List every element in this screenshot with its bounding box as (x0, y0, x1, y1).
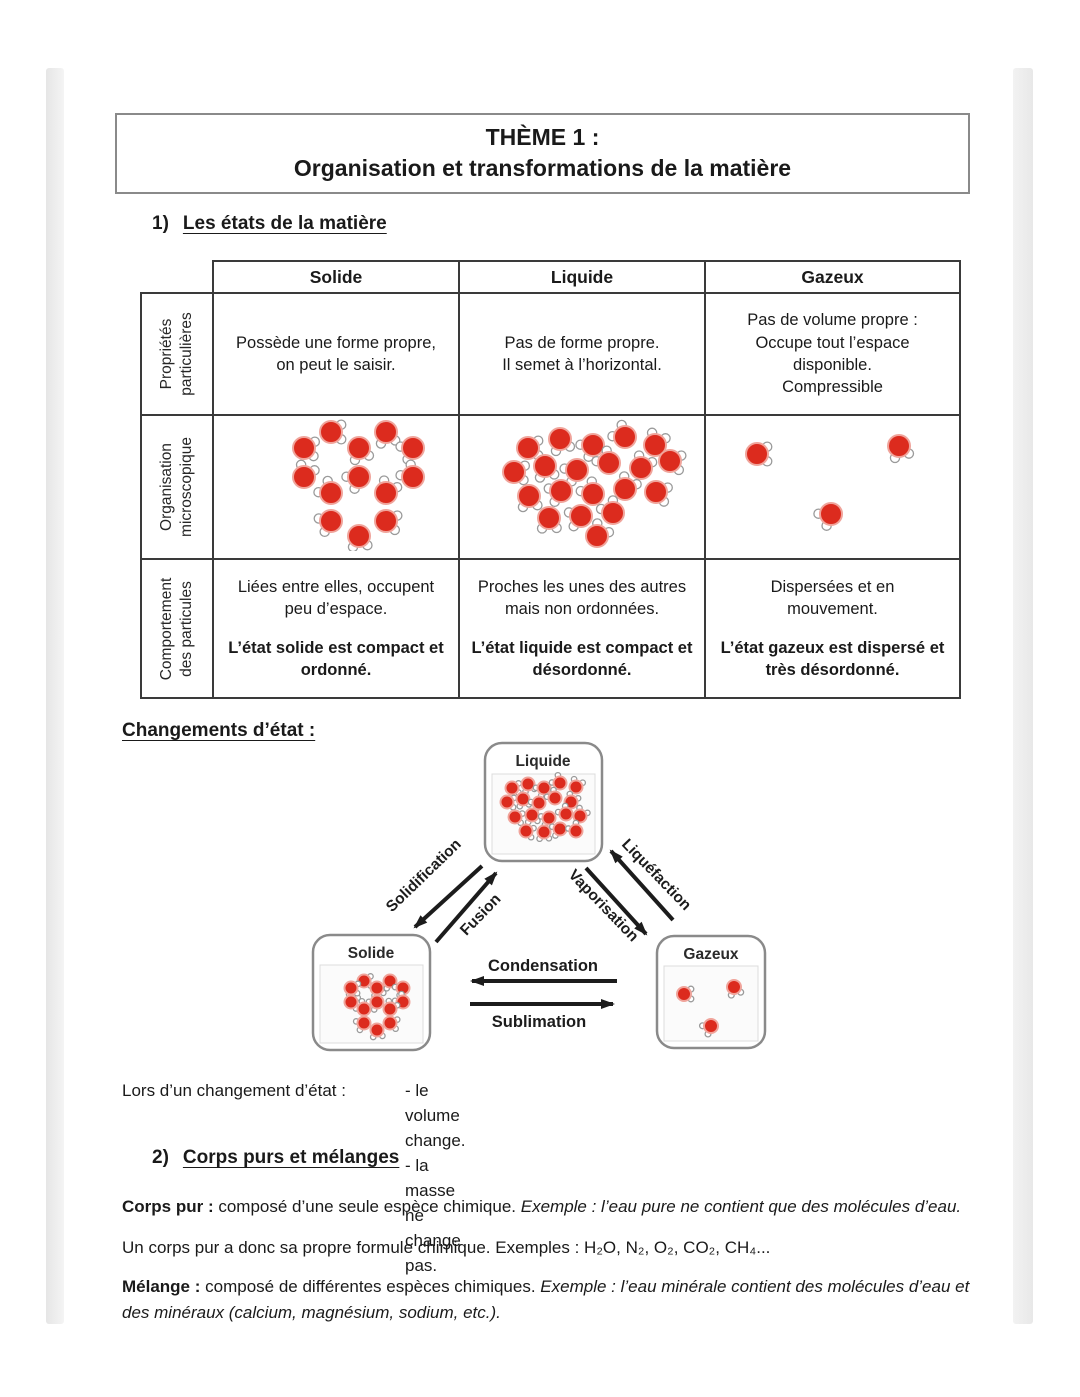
properties-gazeux-cell: Pas de volume propre : Occupe tout l’esp… (704, 292, 961, 416)
state-change-diagram: Liquide Solide Gazeux Solidification Fus… (300, 738, 780, 1070)
section-2-number: 2) (152, 1147, 169, 1168)
section-1-title: Les états de la matière (182, 213, 387, 234)
note-lead: Lors d’un changement d’état : (122, 1081, 346, 1100)
behaviour-liquide-cell: Proches les unes des autres mais non ord… (458, 558, 706, 699)
note-point-volume: - le volume change. (405, 1081, 466, 1150)
solidification-arrow (413, 864, 484, 929)
section-2-heading: 2) Corps purs et mélanges (152, 1147, 399, 1169)
diagram-solide-box: Solide (311, 933, 432, 1052)
column-header-solide: Solide (212, 260, 460, 294)
table-row-properties: Propriétés particulières Possède une for… (140, 292, 961, 416)
vaporisation-label: Vaporisation (565, 867, 642, 946)
solidification-label: Solidification (383, 836, 465, 916)
melange-example: Exemple : l’eau minérale contient des mo… (122, 1277, 970, 1322)
table-header-row: Solide Liquide Gazeux (141, 260, 961, 294)
corps-pur-example: Exemple : l’eau pure ne contient que des… (520, 1197, 962, 1216)
table-corner-cell (141, 261, 213, 293)
section-1-number: 1) (152, 213, 169, 234)
liquid-molecules-svg (502, 419, 687, 548)
corps-pur-definition: Corps pur : composé d’une seule espèce c… (122, 1194, 970, 1220)
fusion-label: Fusion (457, 891, 505, 939)
state-change-diagram-svg: Liquide Solide Gazeux Solidification Fus… (311, 741, 767, 1052)
page-edge-shadow-left (46, 68, 64, 1324)
row-label-comportement: Comportement des particules (140, 558, 214, 699)
diagram-gazeux-box: Gazeux (655, 934, 767, 1050)
document-title-line2: Organisation et transformations de la ma… (293, 155, 792, 181)
column-header-liquide: Liquide (458, 260, 706, 294)
section-2-title: Corps purs et mélanges (182, 1147, 400, 1168)
gas-molecules-svg (744, 434, 914, 531)
diagram-gazeux-molecules (676, 979, 745, 1038)
liquid-molecules-illustration (458, 414, 706, 560)
melange-term: Mélange : (122, 1277, 201, 1296)
properties-liquide-cell: Pas de forme propre. Il semet à l’horizo… (458, 292, 706, 416)
row-label-organisation: Organisation microscopique (140, 414, 214, 560)
behaviour-gazeux-cell: Dispersées et en mouvement. L’état gazeu… (704, 558, 961, 699)
sublimation-label: Sublimation (492, 1013, 586, 1031)
table-row-comportement: Comportement des particules Liées entre … (140, 558, 961, 699)
diagram-liquide-molecules (499, 771, 591, 843)
states-of-matter-table: Solide Liquide Gazeux Propriétés particu… (140, 260, 961, 699)
table-row-organisation: Organisation microscopique (140, 414, 961, 560)
condensation-label: Condensation (488, 957, 598, 975)
note-point-masse: - la masse ne change pas. (405, 1156, 461, 1275)
state-changes-heading: Changements d’état : (122, 720, 316, 741)
behaviour-solide-cell: Liées entre elles, occupent peu d’espace… (212, 558, 460, 699)
gas-molecules-illustration (704, 414, 961, 560)
section-1-heading: 1) Les états de la matière (152, 213, 387, 235)
solid-molecules-svg (292, 419, 425, 553)
corps-pur-term: Corps pur : (122, 1197, 214, 1216)
diagram-liquide-label: Liquide (515, 753, 570, 770)
diagram-solide-molecules (343, 973, 411, 1041)
document-title-box: THÈME 1 : Organisation et transformation… (115, 113, 970, 194)
properties-solide-cell: Possède une forme propre, on peut le sai… (212, 292, 460, 416)
page-edge-shadow-right (1013, 68, 1033, 1324)
diagram-liquide-box: Liquide (483, 741, 604, 863)
melange-def: composé de différentes espèces chimiques… (200, 1277, 541, 1296)
diagram-solide-label: Solide (348, 945, 395, 962)
vaporisation-arrow (584, 866, 648, 936)
diagram-gazeux-label: Gazeux (683, 946, 739, 963)
solid-molecules-illustration (212, 414, 460, 560)
note-points: - le volume change. - la masse ne change… (405, 1078, 466, 1278)
column-header-gazeux: Gazeux (704, 260, 961, 294)
liquefaction-arrow (609, 849, 675, 922)
row-label-proprietes: Propriétés particulières (140, 292, 214, 416)
melange-definition: Mélange : composé de différentes espèces… (122, 1274, 970, 1326)
corps-pur-def: composé d’une seule espèce chimique. (213, 1197, 521, 1216)
document-title-line1: THÈME 1 : (485, 124, 600, 151)
corps-pur-formulas: Un corps pur a donc sa propre formule ch… (122, 1238, 771, 1257)
fusion-arrow (434, 871, 498, 944)
